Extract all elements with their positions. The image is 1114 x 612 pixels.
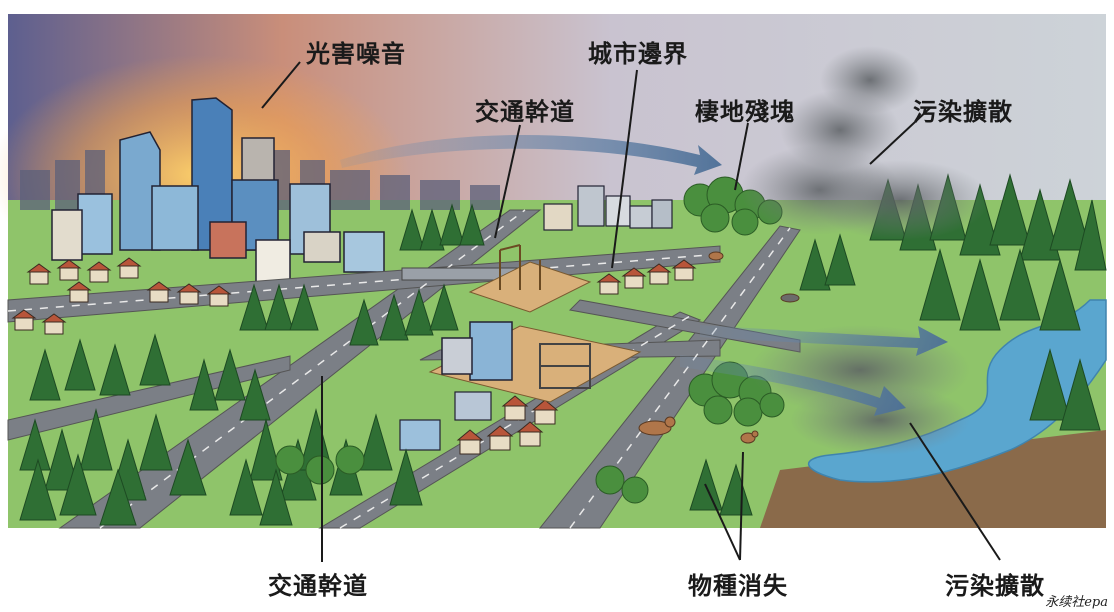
- pollution-arrow-upper: [700, 325, 948, 356]
- boundary-buildings: [399, 185, 673, 451]
- label-arterial-road-top: 交通幹道: [475, 98, 575, 126]
- construction-sites: [428, 244, 642, 403]
- label-species-loss: 物種消失: [688, 572, 788, 600]
- label-light-noise: 光害噪音: [306, 40, 406, 68]
- wildlife: [638, 251, 800, 444]
- leader-lines: [261, 61, 1001, 562]
- label-pollution-spread-top: 污染擴散: [913, 98, 1013, 126]
- light-noise-arrow: [340, 135, 722, 175]
- skyscrapers: [51, 97, 385, 285]
- river: [808, 299, 1107, 483]
- soil-strip: [760, 430, 1106, 528]
- flow-arrows: [340, 135, 948, 416]
- label-arterial-road-bottom: 交通幹道: [268, 572, 368, 600]
- credit-watermark: 永续社epa: [1045, 595, 1108, 610]
- suburban-houses: [11, 257, 697, 455]
- label-habitat-fragment: 棲地殘塊: [695, 98, 795, 126]
- pollution-smoke: [740, 46, 990, 455]
- pollution-arrow-lower: [680, 355, 906, 416]
- label-pollution-spread-bottom: 污染擴散: [945, 572, 1045, 600]
- label-urban-boundary: 城市邊界: [588, 40, 688, 68]
